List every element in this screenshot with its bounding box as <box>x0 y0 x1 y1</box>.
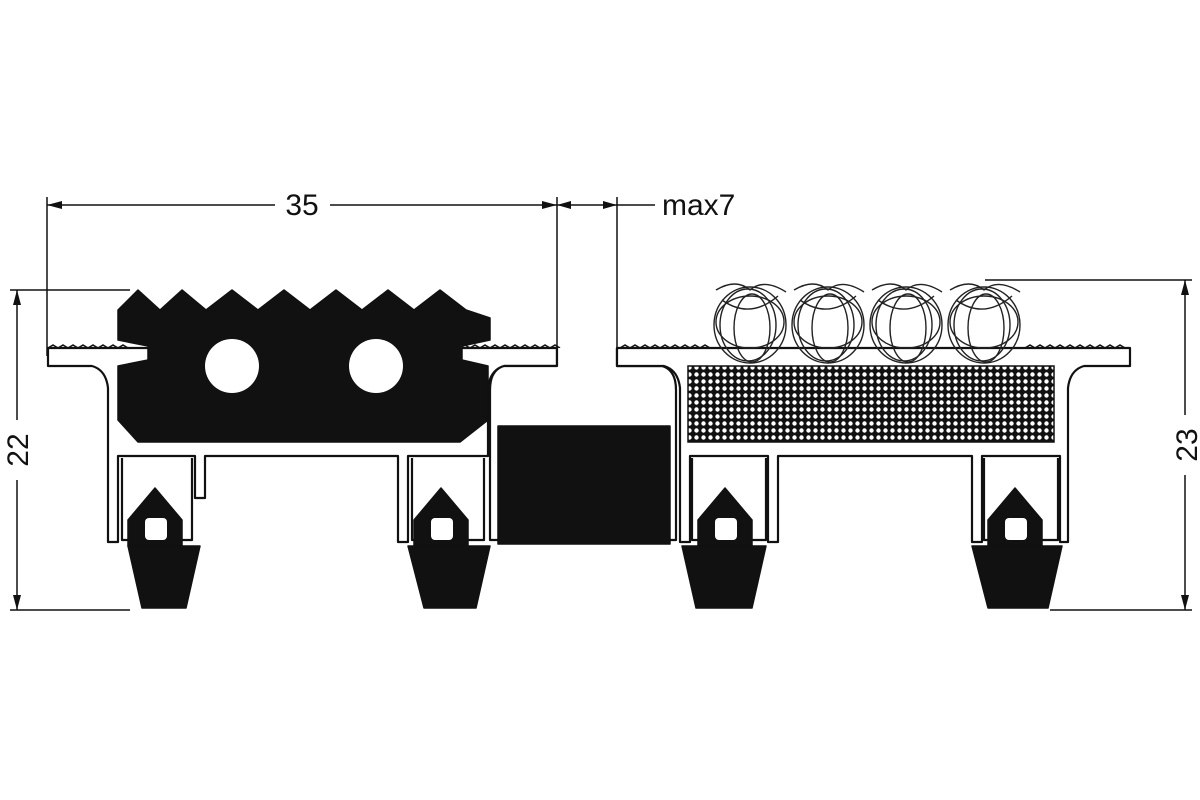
dimension-23-label: 23 <box>1171 428 1200 461</box>
profile-feet <box>127 487 1063 609</box>
centre-rubber-spacer <box>497 425 671 545</box>
foot-2 <box>407 487 491 609</box>
brush-loops <box>713 283 1021 364</box>
dimension-35-label: 35 <box>285 189 318 222</box>
centre-connector <box>488 348 678 545</box>
mesh-backing <box>687 365 1055 443</box>
foot-3 <box>681 487 767 609</box>
foot-1 <box>127 487 201 609</box>
dimension-max7-label: max7 <box>662 189 735 222</box>
rubber-tread-insert <box>117 289 491 443</box>
insert-hole-right <box>349 339 403 393</box>
insert-hole-left <box>205 339 259 393</box>
dimension-lines <box>10 197 1192 611</box>
foot-4 <box>971 487 1063 609</box>
dimension-22-label: 22 <box>2 433 35 466</box>
